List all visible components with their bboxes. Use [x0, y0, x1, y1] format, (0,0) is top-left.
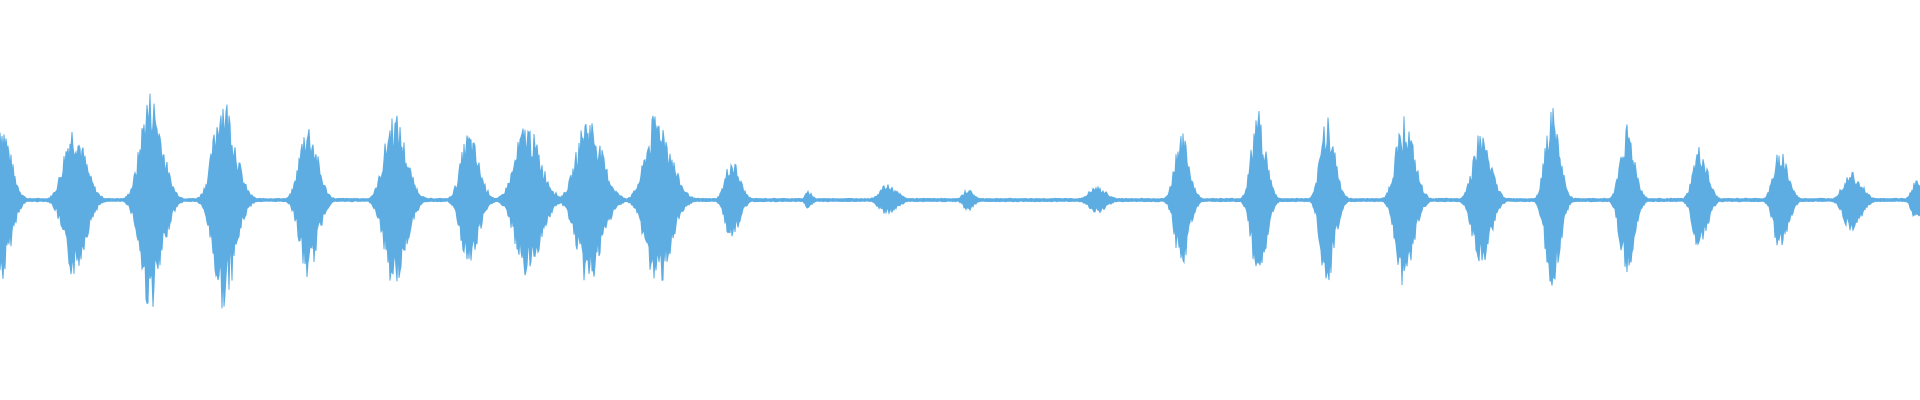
waveform-shape — [0, 93, 1920, 309]
